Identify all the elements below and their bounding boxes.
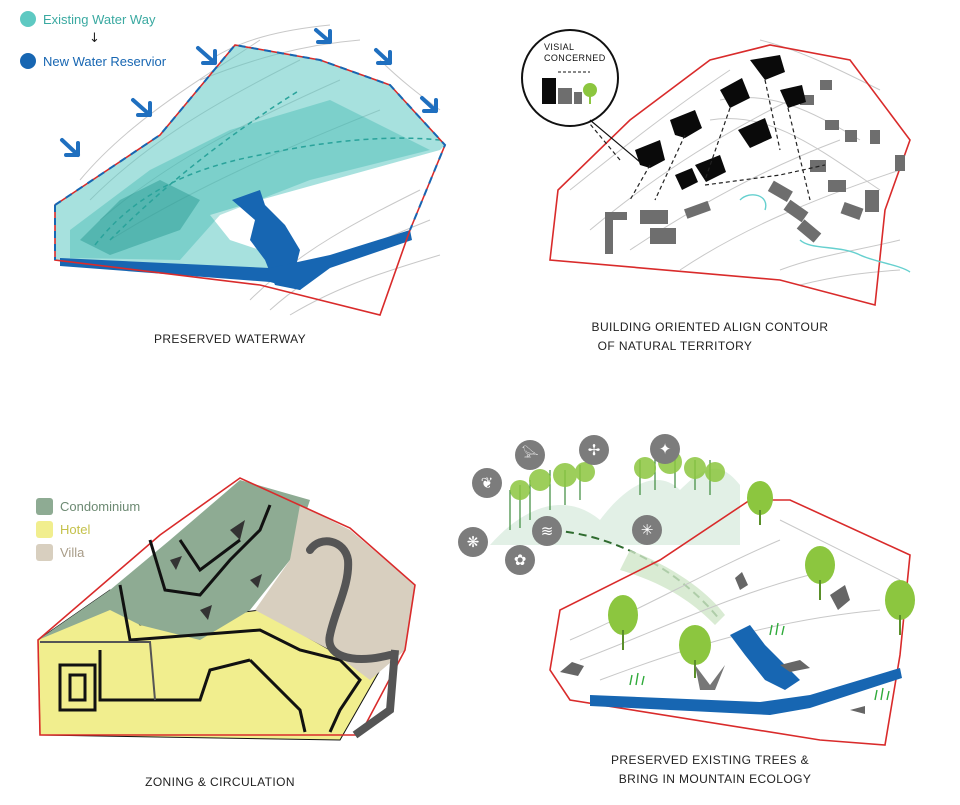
butterfly-icon: ❋ (458, 527, 488, 557)
fish-icon: ≋ (532, 516, 562, 546)
legend-villa: Villa (36, 544, 84, 561)
legend-hotel: Hotel (36, 521, 90, 538)
caption-preserved-waterway: PRESERVED WATERWAY (153, 332, 307, 346)
caption-ecology-line1: PRESERVED EXISTING TREES & (610, 753, 809, 767)
condominium-swatch (36, 498, 53, 515)
site-boundary (549, 499, 911, 746)
zoning-map (37, 477, 416, 741)
panel-zoning: Condominium Hotel Villa ZONING & CIRCULA… (0, 410, 480, 805)
fern-icon: ✳ (632, 515, 662, 545)
bird-icon: ✦ (650, 434, 680, 464)
panel-ecology: 𓅪 ✢ ✦ ❦ ❋ ≋ ✿ ✳ PRESERVED EXISTING TREES… (458, 410, 960, 805)
legend-villa-label: Villa (60, 545, 85, 560)
villa-swatch (36, 544, 53, 561)
dark-buildings (635, 55, 806, 190)
bubble-label-line2: CONCERNED (544, 53, 606, 63)
panel-preserved-waterway: Existing Water Way ↓ New Water Reservior… (0, 0, 480, 400)
building-map (521, 29, 911, 307)
heron-icon: 𓅪 (515, 440, 545, 470)
legend-existing-label: Existing Water Way (43, 11, 156, 27)
new-reservoir-swatch (20, 53, 36, 69)
caption-zoning: ZONING & CIRCULATION (145, 775, 295, 789)
dragonfly-icon: ✢ (579, 435, 609, 465)
site-boundary (37, 477, 416, 736)
preserved-trees (608, 481, 915, 678)
legend-arrow: ↓ (89, 31, 100, 46)
waterway-map (54, 24, 447, 316)
existing-waterway-swatch (20, 11, 36, 27)
inflow-arrows (60, 28, 438, 157)
circulation-roads (58, 504, 362, 733)
squirrel-icon: ❦ (472, 468, 502, 498)
legend-new-reservoir: New Water Reservior (20, 53, 166, 69)
frog-icon: ✿ (505, 545, 535, 575)
existing-waterway-area (55, 45, 445, 285)
zone-villa (255, 505, 415, 680)
grey-buildings (605, 80, 905, 254)
reservoir (730, 625, 800, 690)
legend-condominium: Condominium (36, 498, 140, 515)
migration-arrow (620, 550, 725, 625)
legend-new-label: New Water Reservior (43, 53, 167, 69)
caption-building-line2: OF NATURAL TERRITORY (597, 339, 753, 353)
ecology-map (490, 450, 915, 746)
bubble-label-line1: VISIAL (544, 42, 575, 52)
caption-ecology-line2: BRING IN MOUNTAIN ECOLOGY (618, 772, 812, 786)
legend-existing-waterway: Existing Water Way (20, 11, 155, 27)
legend-condominium-label: Condominium (60, 499, 141, 514)
legend-hotel-label: Hotel (60, 522, 91, 537)
hotel-swatch (36, 521, 53, 538)
panel-building-orientation: VISIAL CONCERNED BUILDING ORIENTED ALIGN… (480, 0, 960, 400)
caption-building-line1: BUILDING ORIENTED ALIGN CONTOUR (591, 320, 829, 334)
